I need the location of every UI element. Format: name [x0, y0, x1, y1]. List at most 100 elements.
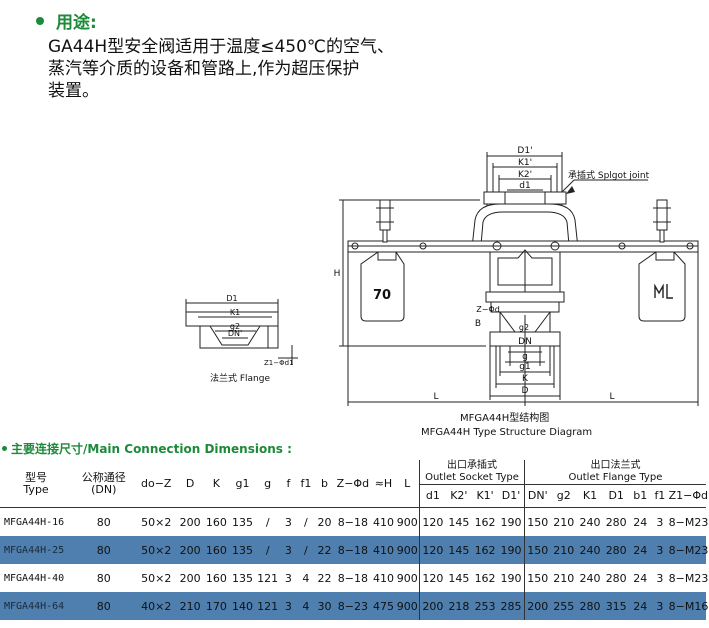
label-l-left: L: [433, 392, 438, 402]
value-cell: 80: [72, 536, 136, 564]
value-cell: 253: [471, 592, 499, 620]
value-cell: 410: [372, 571, 394, 585]
header-d: D: [185, 476, 195, 490]
header-flange-f1: f1: [654, 489, 666, 502]
flange-label-z1: Z1−Φd1: [264, 359, 294, 367]
value-cell: 8−M16: [668, 592, 708, 620]
label-k2-prime: K2': [518, 170, 532, 180]
header-h: ≈H: [374, 476, 393, 490]
value-cell: 410: [372, 515, 394, 529]
value-cell: 120: [419, 536, 446, 564]
value-cell: 210: [177, 592, 204, 620]
weight-logo-icon: [654, 283, 673, 299]
value-cell: 240: [579, 571, 601, 585]
flange-label-dn-prime: DN': [228, 329, 242, 338]
value-cell: 200: [419, 592, 446, 620]
value-cell: 121: [257, 571, 279, 585]
label-b: B: [475, 319, 481, 329]
value-cell: 120: [419, 564, 446, 592]
value-cell: 150: [523, 507, 551, 536]
value-cell: 3: [651, 536, 669, 564]
header-f: f: [286, 476, 291, 490]
value-cell: 8−18: [334, 536, 372, 564]
header-f1: f1: [300, 476, 312, 490]
usage-heading: 用途:: [36, 8, 97, 33]
value-cell: 8−23: [334, 592, 372, 620]
value-cell: 135: [229, 536, 256, 564]
header-g: g: [264, 476, 272, 490]
value-cell: 200: [523, 592, 551, 620]
label-z-phi-d: Z−Φd: [476, 305, 500, 314]
value-cell: 200: [177, 536, 204, 564]
label-g: g: [522, 352, 528, 362]
value-cell: 3: [279, 592, 298, 620]
label-g2: g2: [519, 323, 529, 332]
value-cell: /: [304, 515, 308, 529]
value-cell: 3: [279, 536, 298, 564]
value-cell: 24: [629, 536, 652, 564]
value-cell: 280: [576, 592, 604, 620]
header-socket-k1: K1': [476, 489, 494, 502]
flange-label-d1: D1: [226, 294, 237, 303]
value-cell: 30: [314, 592, 335, 620]
header-flange-dn: DN': [523, 484, 551, 508]
flange-label-g2: g2: [230, 322, 240, 331]
model-cell: MFGA44H-64: [0, 592, 73, 620]
header-dn: 公称通径(DN): [81, 470, 126, 496]
value-cell: 3: [284, 515, 292, 529]
header-flange-g2: g2: [556, 489, 571, 502]
dimensions-heading: 主要连接尺寸/Main Connection Dimensions :: [2, 440, 292, 457]
header-l: L: [404, 476, 411, 490]
header-flange-k1: K1: [582, 489, 598, 502]
value-cell: 218: [445, 592, 472, 620]
value-cell: 120: [419, 507, 446, 536]
value-cell: 50×2: [135, 536, 177, 564]
bullet-icon: [2, 446, 7, 451]
value-cell: 145: [448, 571, 470, 585]
value-cell: 3: [656, 515, 664, 529]
value-cell: 240: [576, 536, 604, 564]
value-cell: 210: [553, 571, 575, 585]
value-cell: 8−M23: [668, 571, 709, 585]
header-z-phi-d: Z−Φd: [336, 476, 370, 490]
value-cell: 50×2: [141, 515, 172, 529]
header-socket-d1-prime: D1': [501, 489, 521, 502]
value-cell: 4: [302, 571, 310, 585]
value-cell: 900: [395, 592, 420, 620]
value-cell: 162: [474, 515, 496, 529]
value-cell: 80: [72, 592, 136, 620]
usage-line-2: 蒸汽等介质的设备和管路上,作为超压保护: [48, 59, 360, 79]
value-cell: 285: [498, 592, 525, 620]
usage-line-3: 装置。: [48, 81, 99, 101]
value-cell: 255: [550, 592, 577, 620]
value-cell: 80: [96, 571, 111, 585]
label-k1-prime: K1': [518, 158, 532, 168]
value-cell: 200: [179, 515, 201, 529]
value-cell: 80: [96, 515, 111, 529]
label-l-right: L: [609, 392, 614, 402]
value-cell: 40×2: [135, 592, 177, 620]
value-cell: 315: [603, 592, 630, 620]
model-cell: MFGA44H-16: [4, 516, 65, 528]
value-cell: 8−M23: [668, 515, 709, 529]
header-k: K: [212, 476, 220, 490]
value-cell: 135: [232, 571, 254, 585]
value-cell: 145: [445, 536, 472, 564]
label-g1: g1: [519, 362, 530, 372]
header-flange-b1: b1: [633, 489, 648, 502]
value-cell: 280: [605, 571, 627, 585]
value-cell: 24: [629, 592, 652, 620]
header-socket-k2: K2': [450, 489, 468, 502]
header-flange-z1: Z1−Φd1: [668, 489, 709, 502]
value-cell: /: [255, 536, 280, 564]
value-cell: 240: [579, 515, 601, 529]
value-cell: 162: [471, 536, 499, 564]
label-socket-joint: 承插式 Splgot joint: [568, 169, 650, 181]
value-cell: 190: [500, 515, 522, 529]
usage-line-1: GA44H型安全阀适用于温度≤450℃的空气、: [48, 37, 395, 57]
value-cell: 20: [317, 515, 332, 529]
